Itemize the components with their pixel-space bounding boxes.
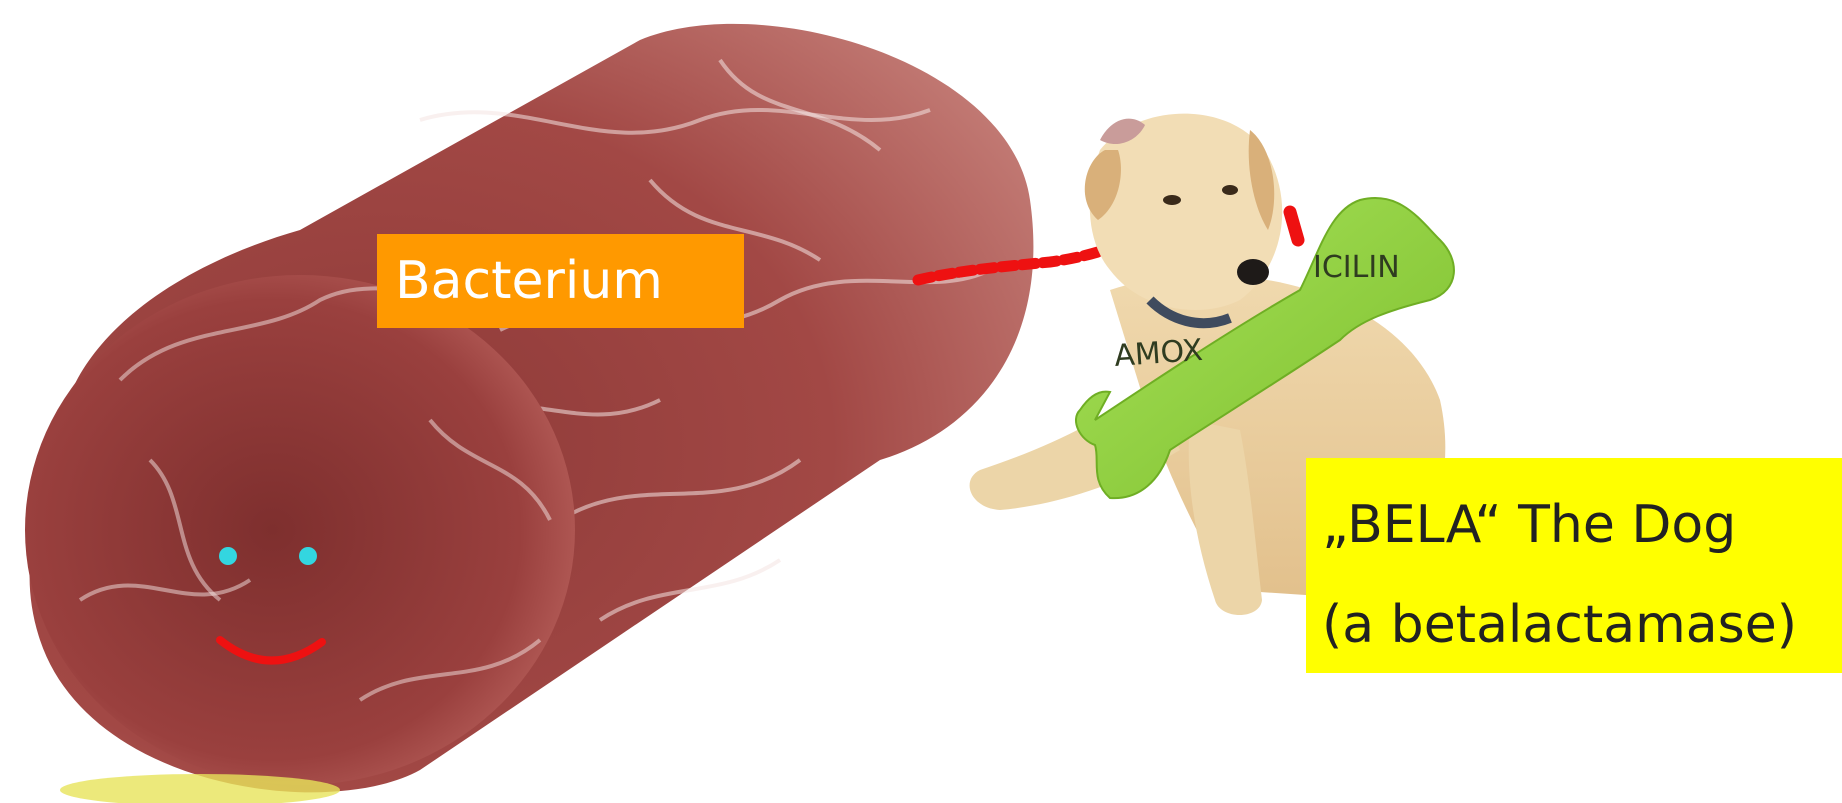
dog-description-text: (a betalactamase) xyxy=(1322,596,1842,654)
bone-label-icilin: ICILIN xyxy=(1313,250,1400,285)
leash-end xyxy=(1290,212,1298,240)
bacterium xyxy=(25,24,1033,803)
right-eye-icon xyxy=(299,547,317,565)
bone-label-amox: AMOX xyxy=(1113,333,1204,374)
dog-name-text: „BELA“ The Dog xyxy=(1322,496,1842,554)
bacterium-label: Bacterium xyxy=(377,234,744,328)
dog-caption: „BELA“ The Dog (a betalactamase) xyxy=(1306,458,1842,673)
left-eye-icon xyxy=(219,547,237,565)
